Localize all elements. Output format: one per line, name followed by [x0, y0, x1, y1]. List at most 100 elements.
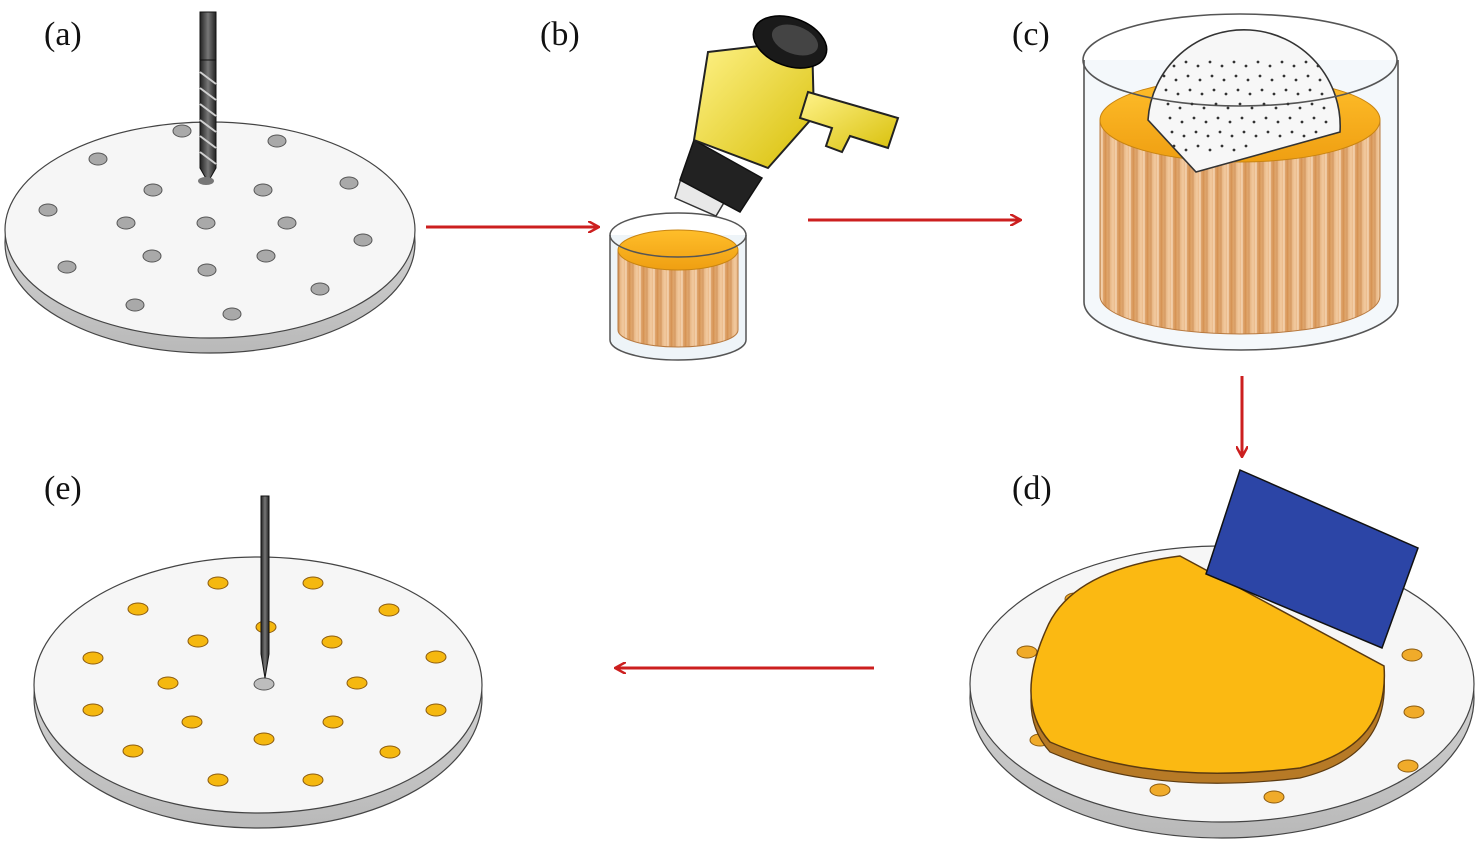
- mesh-hole: [1192, 116, 1196, 120]
- mesh-hole: [1228, 120, 1232, 124]
- mesh-hole: [1216, 116, 1220, 120]
- mesh-hole: [1224, 92, 1228, 96]
- mesh-hole: [1278, 134, 1282, 138]
- mesh-hole: [1210, 74, 1214, 78]
- mesh-hole: [1256, 60, 1260, 64]
- mesh-hole: [1172, 64, 1176, 68]
- heat-gun-icon: [674, 15, 900, 217]
- mesh-hole: [1202, 106, 1206, 110]
- panel-e-plate: [33, 556, 483, 829]
- mesh-hole: [1288, 116, 1292, 120]
- mesh-hole: [1262, 102, 1266, 106]
- mesh-hole: [1252, 120, 1256, 124]
- panel-label-b: (b): [540, 16, 580, 53]
- mesh-hole: [1208, 60, 1212, 64]
- mesh-hole: [1290, 130, 1294, 134]
- mesh-hole: [1310, 102, 1314, 106]
- mesh-hole: [1236, 88, 1240, 92]
- mesh-hole: [1176, 92, 1180, 96]
- mesh-hole: [1244, 144, 1248, 148]
- needle-icon: [260, 495, 270, 679]
- mesh-hole: [1230, 134, 1234, 138]
- panel-c-container: [1082, 13, 1399, 351]
- mesh-hole: [1272, 92, 1276, 96]
- mesh-hole: [1234, 74, 1238, 78]
- mesh-hole: [1268, 64, 1272, 68]
- mesh-holes: [1162, 60, 1328, 152]
- mesh-hole: [1174, 78, 1178, 82]
- mesh-hole: [1300, 120, 1304, 124]
- mesh-hole: [1314, 130, 1318, 134]
- mesh-hole: [1190, 102, 1194, 106]
- mesh-hole: [1276, 120, 1280, 124]
- panel-label-e: (e): [44, 470, 82, 507]
- mesh-hole: [1170, 130, 1174, 134]
- mesh-hole: [1220, 144, 1224, 148]
- panel-e-filled-holes: [82, 576, 447, 787]
- panel-label-d: (d): [1012, 470, 1052, 507]
- mesh-hole: [1292, 64, 1296, 68]
- mesh-hole: [1182, 134, 1186, 138]
- mesh-hole: [1250, 106, 1254, 110]
- mesh-hole: [1282, 74, 1286, 78]
- mesh-hole: [1270, 78, 1274, 82]
- mesh-hole: [1280, 60, 1284, 64]
- mesh-hole: [1180, 120, 1184, 124]
- mesh-hole: [1232, 60, 1236, 64]
- mesh-hole: [1198, 78, 1202, 82]
- mesh-hole: [1166, 102, 1170, 106]
- mesh-hole: [1320, 92, 1324, 96]
- mesh-hole: [1172, 144, 1176, 148]
- mesh-hole: [1294, 78, 1298, 82]
- resin-layer: [1030, 555, 1386, 784]
- mesh-hole: [1242, 130, 1246, 134]
- mesh-hole: [1312, 116, 1316, 120]
- mesh-hole: [1214, 102, 1218, 106]
- mesh-hole: [1208, 148, 1212, 152]
- mesh-hole: [1274, 106, 1278, 110]
- mesh-hole: [1194, 130, 1198, 134]
- mesh-hole: [1238, 102, 1242, 106]
- mesh-hole: [1196, 64, 1200, 68]
- mesh-hole: [1260, 88, 1264, 92]
- mesh-hole: [1286, 102, 1290, 106]
- mesh-hole: [1184, 148, 1188, 152]
- mesh-hole: [1254, 134, 1258, 138]
- panel-b-container: [609, 212, 747, 361]
- mesh-hole: [1248, 92, 1252, 96]
- mesh-hole: [1212, 88, 1216, 92]
- mesh-hole: [1318, 78, 1322, 82]
- mesh-hole: [1232, 148, 1236, 152]
- mesh-hole: [1308, 88, 1312, 92]
- mesh-hole: [1168, 116, 1172, 120]
- mesh-hole: [1206, 134, 1210, 138]
- mesh-hole: [1264, 116, 1268, 120]
- panel-a-holes: [38, 124, 373, 321]
- mesh-hole: [1244, 64, 1248, 68]
- mesh-hole: [1316, 64, 1320, 68]
- panel-label-a: (a): [44, 16, 82, 53]
- mesh-hole: [1306, 74, 1310, 78]
- mesh-hole: [1226, 106, 1230, 110]
- mesh-hole: [1200, 92, 1204, 96]
- mesh-hole: [1266, 130, 1270, 134]
- mesh-hole: [1302, 134, 1306, 138]
- mesh-hole: [1178, 106, 1182, 110]
- drill-bit-icon: [198, 11, 217, 185]
- panel-label-c: (c): [1012, 16, 1050, 53]
- mesh-hole: [1220, 64, 1224, 68]
- mesh-hole: [1258, 74, 1262, 78]
- mesh-hole: [1222, 78, 1226, 82]
- mesh-hole: [1240, 116, 1244, 120]
- scraper-blade: [1205, 468, 1419, 649]
- mesh-hole: [1298, 106, 1302, 110]
- mesh-hole: [1322, 106, 1326, 110]
- mesh-hole: [1296, 92, 1300, 96]
- mesh-hole: [1218, 130, 1222, 134]
- mesh-hole: [1324, 120, 1328, 124]
- mesh-hole: [1284, 88, 1288, 92]
- panel-e-open-hole: [253, 677, 275, 691]
- mesh-hole: [1186, 74, 1190, 78]
- mesh-hole: [1246, 78, 1250, 82]
